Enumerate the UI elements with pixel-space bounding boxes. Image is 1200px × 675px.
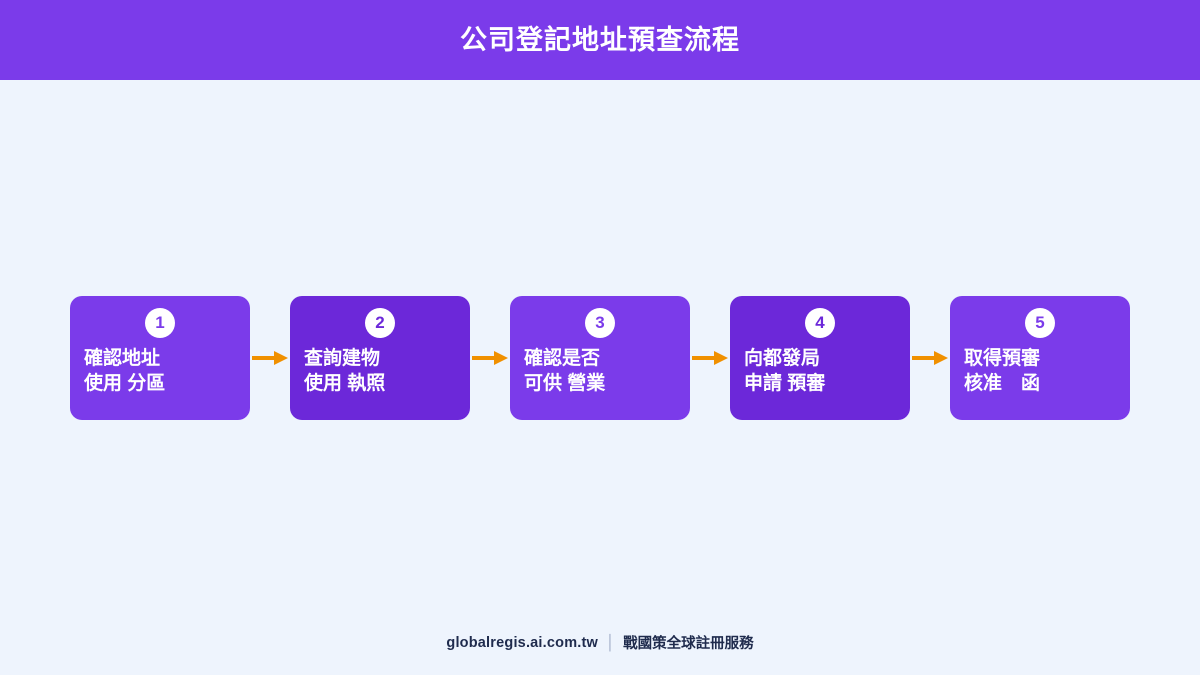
flow-step-4[interactable]: 4 向都發局 申請 預審 (730, 295, 910, 420)
page-title: 公司登記地址預查流程 (460, 24, 740, 55)
step-number-badge-1: 1 (145, 307, 175, 338)
step-label-3: 確認是否 可供 營業 (524, 347, 606, 395)
step-number-badge-5: 5 (1025, 307, 1055, 338)
arrow-right-icon-4 (910, 343, 950, 373)
step-label-1: 確認地址 使用 分區 (84, 347, 166, 395)
flow-step-3[interactable]: 3 確認是否 可供 營業 (510, 295, 690, 420)
flow-step-1[interactable]: 1 確認地址 使用 分區 (70, 295, 250, 420)
footer: globalregis.ai.com.tw │ 戰國策全球註冊服務 (0, 632, 1200, 653)
footer-separator: │ (606, 634, 616, 651)
flow-diagram: 1 確認地址 使用 分區 2 查詢建物 使用 執照 3 確認是否 可供 營業 (0, 80, 1200, 635)
step-label-5: 取得預審 核准 函 (964, 347, 1041, 395)
footer-brand: 戰國策全球註冊服務 (623, 636, 754, 652)
step-number-badge-4: 4 (805, 307, 835, 338)
arrow-right-icon-1 (250, 343, 290, 373)
step-label-4: 向都發局 申請 預審 (744, 347, 826, 395)
arrow-right-icon-3 (690, 343, 730, 373)
footer-domain: globalregis.ai.com.tw (446, 634, 599, 651)
step-number-badge-3: 3 (585, 307, 615, 338)
step-label-2: 查詢建物 使用 執照 (304, 347, 386, 395)
flow-step-5[interactable]: 5 取得預審 核准 函 (950, 295, 1130, 420)
flow-step-2[interactable]: 2 查詢建物 使用 執照 (290, 295, 470, 420)
header-bar: 公司登記地址預查流程 (0, 0, 1200, 80)
arrow-right-icon-2 (470, 343, 510, 373)
step-number-badge-2: 2 (365, 307, 395, 338)
flow-steps-row: 1 確認地址 使用 分區 2 查詢建物 使用 執照 3 確認是否 可供 營業 (70, 295, 1130, 420)
